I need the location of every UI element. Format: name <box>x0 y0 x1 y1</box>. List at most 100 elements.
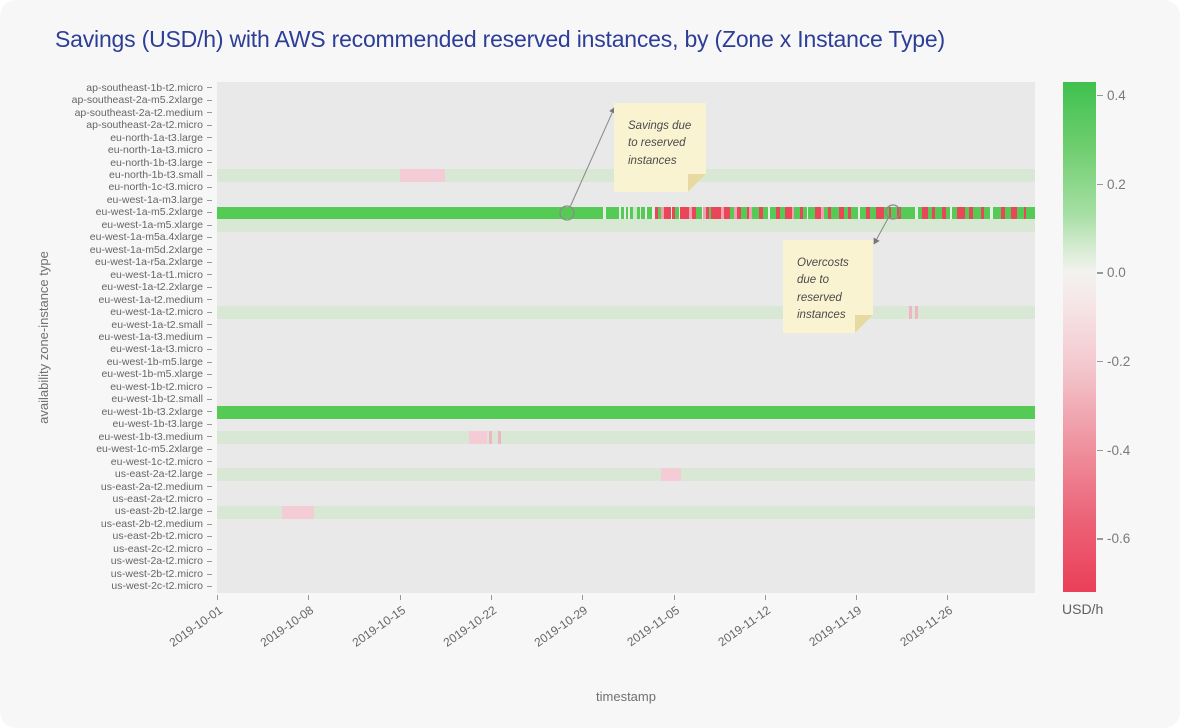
colorbar-unit-label: USD/h <box>1062 601 1104 617</box>
y-tick-label: eu-west-1a-t3.micro <box>0 344 212 355</box>
y-tick-label: eu-west-1a-t2.micro <box>0 307 212 318</box>
heatmap-stripe <box>1005 206 1011 220</box>
heatmap-stripe <box>776 206 781 220</box>
colorbar-tick-label: 0.4 <box>1107 87 1126 103</box>
heatmap-stripe <box>870 206 876 220</box>
heatmap-stripe <box>950 206 952 220</box>
y-tick-label: us-east-2a-t2.medium <box>0 481 212 493</box>
heatmap-row-eu-west-1b-t3.2xlarge[interactable] <box>217 406 1035 419</box>
heatmap-cell-segment[interactable] <box>400 169 446 183</box>
heatmap-stripe <box>794 206 800 220</box>
heatmap-row-eu-west-1a-t2.medium[interactable] <box>217 294 1035 307</box>
y-tick-label: eu-north-1c-t3.micro <box>0 182 212 193</box>
heatmap-cell-segment[interactable] <box>489 430 492 444</box>
heatmap-row-eu-west-1a-t1.micro[interactable] <box>217 269 1035 282</box>
heatmap-row-eu-west-1a-m5d.2xlarge[interactable] <box>217 244 1035 257</box>
heatmap-row-us-west-2a-t2.micro[interactable] <box>217 556 1035 569</box>
heatmap-stripe <box>839 206 844 220</box>
heatmap-row-eu-west-1b-m5.xlarge[interactable] <box>217 369 1035 382</box>
heatmap-row-us-east-2a-t2.large[interactable] <box>217 468 1035 482</box>
heatmap-cell-segment[interactable] <box>281 505 315 519</box>
heatmap-row-eu-west-1a-t2.small[interactable] <box>217 319 1035 332</box>
colorbar-tick-label: -0.6 <box>1107 531 1131 547</box>
heatmap-row-eu-west-1b-t2.small[interactable] <box>217 394 1035 407</box>
heatmap-stripe <box>901 206 916 220</box>
heatmap-solid-savings-segment[interactable] <box>217 206 604 220</box>
colorbar-tick-mark <box>1097 94 1103 97</box>
x-tick-mark <box>673 595 675 600</box>
heatmap-row-us-west-2b-t2.micro[interactable] <box>217 568 1035 581</box>
heatmap-row-us-east-2b-t2.micro[interactable] <box>217 531 1035 544</box>
heatmap-row-us-east-2a-t2.micro[interactable] <box>217 493 1035 506</box>
heatmap-row-eu-west-1b-m5.large[interactable] <box>217 356 1035 369</box>
heatmap-row-eu-west-1a-t2.micro[interactable] <box>217 306 1035 320</box>
heatmap-stripe <box>802 206 807 220</box>
y-tick-label: ap-southeast-2a-t2.micro <box>0 120 212 131</box>
y-tick-label: eu-west-1b-m5.xlarge <box>0 369 212 380</box>
heatmap-row-eu-west-1a-r5a.2xlarge[interactable] <box>217 256 1035 269</box>
heatmap-cell-segment[interactable] <box>661 468 681 482</box>
heatmap-stripe <box>701 206 703 220</box>
heatmap-stripe <box>767 206 771 220</box>
heatmap-stripe <box>746 206 750 220</box>
heatmap-stripe <box>688 206 692 220</box>
heatmap-stripe <box>992 206 1002 220</box>
y-tick-label: eu-west-1a-m5a.4xlarge <box>0 232 212 243</box>
heatmap-stripe <box>968 206 973 220</box>
heatmap-stripe <box>915 206 919 220</box>
heatmap-stripe <box>624 206 626 220</box>
y-tick-label: ap-southeast-2a-t2.medium <box>0 107 212 119</box>
heatmap-row-eu-west-1a-t2.2xlarge[interactable] <box>217 281 1035 294</box>
y-tick-label: us-east-2b-t2.large <box>0 506 212 517</box>
heatmap-stripe <box>1010 206 1017 220</box>
heatmap-row-eu-west-1a-m5.xlarge[interactable] <box>217 219 1035 233</box>
heatmap-cell-segment[interactable] <box>909 306 913 320</box>
heatmap-cell-segment[interactable] <box>914 306 919 320</box>
heatmap-cell-segment[interactable] <box>468 430 487 444</box>
heatmap-row-us-east-2c-t2.micro[interactable] <box>217 543 1035 556</box>
y-tick-label: us-east-2b-t2.micro <box>0 531 212 542</box>
heatmap-row-eu-west-1a-t3.medium[interactable] <box>217 331 1035 344</box>
x-tick-mark <box>764 595 766 600</box>
heatmap-row-eu-west-1b-t3.large[interactable] <box>217 419 1035 432</box>
heatmap-row-us-east-2a-t2.medium[interactable] <box>217 481 1035 494</box>
heatmap-stripe <box>815 206 822 220</box>
heatmap-stripe <box>1023 206 1027 220</box>
heatmap-cell-segment[interactable] <box>498 430 501 444</box>
heatmap-row-eu-west-1a-m5a.4xlarge[interactable] <box>217 232 1035 245</box>
y-tick-label: eu-west-1a-t2.2xlarge <box>0 282 212 293</box>
heatmap-stripe <box>784 206 792 220</box>
y-tick-label: eu-north-1a-t3.micro <box>0 145 212 156</box>
colorbar-tick-label: 0.2 <box>1107 176 1126 192</box>
heatmap-row-eu-west-1b-t3.medium[interactable] <box>217 430 1035 444</box>
heatmap-stripe <box>984 206 990 220</box>
heatmap-stripe <box>646 206 653 220</box>
heatmap-row-eu-west-1c-t2.micro[interactable] <box>217 456 1035 469</box>
y-tick-label: eu-west-1c-t2.micro <box>0 456 212 468</box>
heatmap-row-eu-west-1a-t3.micro[interactable] <box>217 344 1035 357</box>
heatmap-row-us-east-2b-t2.medium[interactable] <box>217 518 1035 531</box>
heatmap-stripe <box>629 206 633 220</box>
x-tick-mark <box>217 595 218 600</box>
x-tick-mark <box>399 595 401 600</box>
heatmap-stripe <box>799 206 803 220</box>
heatmap-striped-segment[interactable] <box>603 206 1035 220</box>
heatmap-row-us-west-2c-t2.micro[interactable] <box>217 581 1035 594</box>
heatmap-row-eu-west-1a-m3.large[interactable] <box>217 194 1035 207</box>
heatmap-stripe <box>641 206 646 220</box>
heatmap-stripe <box>639 206 642 220</box>
y-tick-label: eu-west-1b-t2.micro <box>0 381 212 393</box>
heatmap-stripe <box>972 206 982 220</box>
heatmap-stripe <box>770 206 777 220</box>
y-tick-label: ap-southeast-1b-t2.micro <box>0 82 212 94</box>
annotation-note-overcosts: Overcosts due to reserved instances <box>783 240 873 333</box>
y-axis-title: availability zone-instance type <box>36 251 51 424</box>
heatmap-stripe <box>670 206 672 220</box>
heatmap-row-eu-west-1b-t2.micro[interactable] <box>217 381 1035 394</box>
heatmap-row-eu-west-1c-m5.2xlarge[interactable] <box>217 443 1035 456</box>
heatmap-row-us-east-2b-t2.large[interactable] <box>217 505 1035 519</box>
heatmap-row-eu-west-1a-m5.2xlarge[interactable] <box>217 206 1035 220</box>
y-tick-label: us-east-2b-t2.medium <box>0 518 212 530</box>
heatmap-row-ap-southeast-1b-t2.micro[interactable] <box>217 82 1035 95</box>
